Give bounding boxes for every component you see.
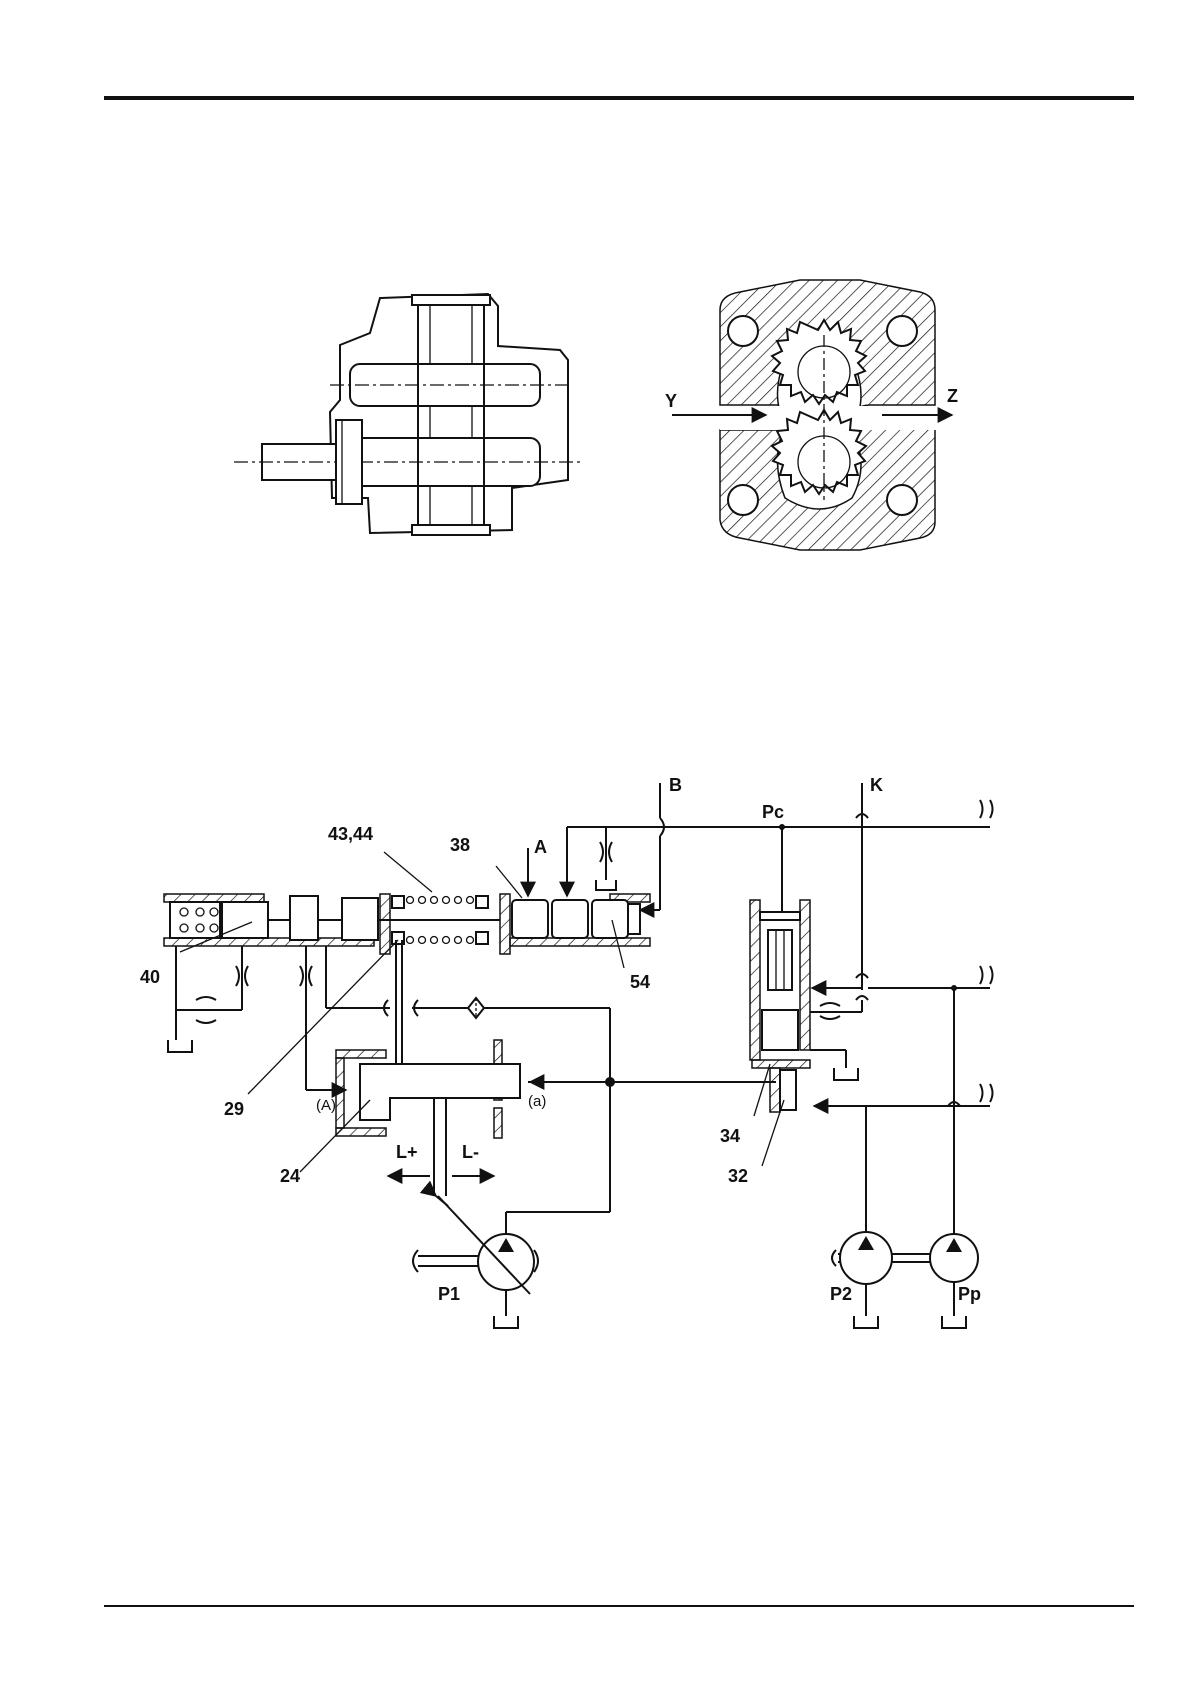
label-b: B xyxy=(669,775,682,795)
label-port-a: (A) xyxy=(316,1097,336,1114)
gear-pump-side-view xyxy=(234,294,580,535)
label-40: 40 xyxy=(140,967,160,987)
label-pp: Pp xyxy=(958,1284,981,1304)
label-24: 24 xyxy=(280,1166,300,1186)
label-l-minus: L- xyxy=(462,1142,479,1162)
label-54: 54 xyxy=(630,972,650,992)
label-32: 32 xyxy=(728,1166,748,1186)
label-p1: P1 xyxy=(438,1284,460,1304)
pump-p1-icon xyxy=(413,1196,610,1328)
label-pc: Pc xyxy=(762,802,784,822)
label-l-plus: L+ xyxy=(396,1142,418,1162)
label-k: K xyxy=(870,775,883,795)
label-a: A xyxy=(534,837,547,857)
label-port-a-small: (a) xyxy=(528,1093,546,1110)
label-38: 38 xyxy=(450,835,470,855)
label-34: 34 xyxy=(720,1126,740,1146)
gear-pump-cross-section xyxy=(672,280,952,550)
label-43-44: 43,44 xyxy=(328,824,373,844)
pump-pp-icon xyxy=(930,1234,978,1328)
pump-p2-icon xyxy=(832,1232,892,1328)
label-y: Y xyxy=(665,391,677,411)
label-29: 29 xyxy=(224,1099,244,1119)
hydraulic-circuit xyxy=(164,783,993,1328)
label-p2: P2 xyxy=(830,1284,852,1304)
label-z: Z xyxy=(947,386,958,406)
